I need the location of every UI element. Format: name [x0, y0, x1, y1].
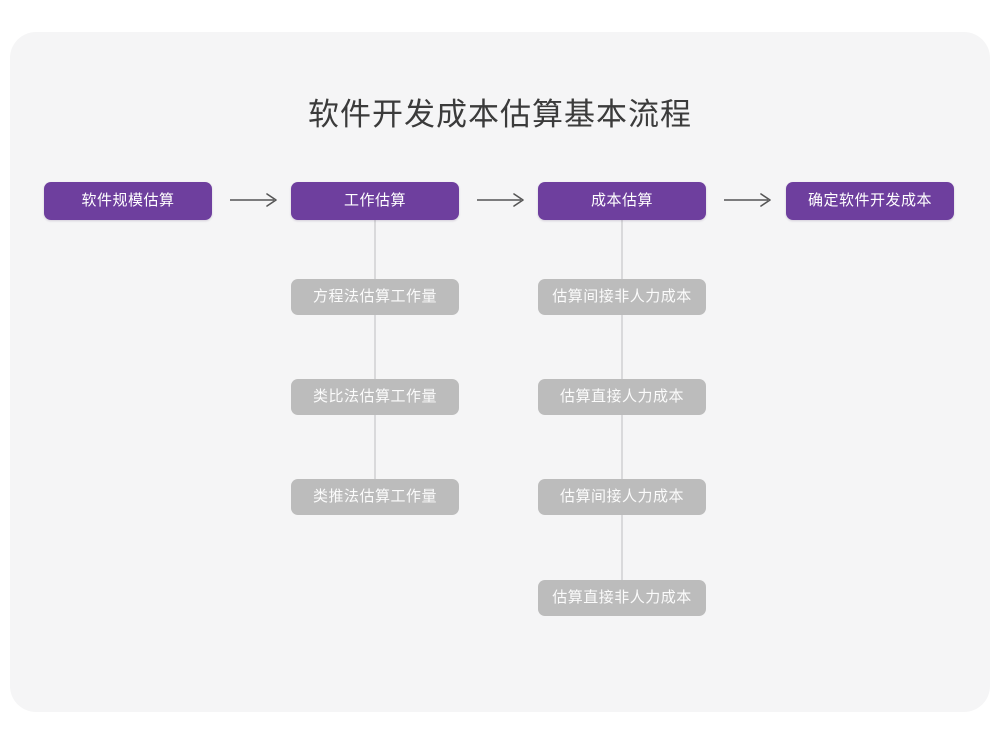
branch-node-cost-1[interactable]: 估算间接非人力成本	[538, 279, 706, 315]
branch-node-work-1-label: 方程法估算工作量	[312, 288, 437, 305]
branch-node-work-2-label: 类比法估算工作量	[312, 388, 437, 405]
branch-node-cost-4[interactable]: 估算直接非人力成本	[538, 580, 706, 616]
branch-node-work-2[interactable]: 类比法估算工作量	[291, 379, 459, 415]
arrow-step1-to-step2	[228, 188, 282, 212]
flow-node-step3-label: 成本估算	[590, 192, 653, 209]
arrow-step2-to-step3	[475, 188, 529, 212]
branch-node-cost-3-label: 估算间接人力成本	[559, 488, 684, 505]
connector-line-cost-3	[621, 414, 623, 479]
connector-line-work-3	[374, 414, 376, 479]
connector-line-cost-4	[621, 514, 623, 580]
flow-node-step1-label: 软件规模估算	[81, 192, 175, 209]
branch-node-cost-2-label: 估算直接人力成本	[559, 388, 684, 405]
diagram-card	[10, 32, 990, 712]
flow-node-step3[interactable]: 成本估算	[538, 182, 706, 220]
branch-node-work-3[interactable]: 类推法估算工作量	[291, 479, 459, 515]
connector-line-work-1	[374, 219, 376, 282]
flow-node-step1[interactable]: 软件规模估算	[44, 182, 212, 220]
arrow-step3-to-step4	[722, 188, 776, 212]
flow-node-step2[interactable]: 工作估算	[291, 182, 459, 220]
branch-node-work-1[interactable]: 方程法估算工作量	[291, 279, 459, 315]
branch-node-work-3-label: 类推法估算工作量	[312, 488, 437, 505]
flow-node-step4[interactable]: 确定软件开发成本	[786, 182, 954, 220]
branch-node-cost-2[interactable]: 估算直接人力成本	[538, 379, 706, 415]
connector-line-cost-2	[621, 315, 623, 379]
page-title: 软件开发成本估算基本流程	[308, 97, 692, 132]
branch-node-cost-3[interactable]: 估算间接人力成本	[538, 479, 706, 515]
flow-node-step2-label: 工作估算	[343, 192, 406, 209]
connector-line-work-2	[374, 314, 376, 379]
branch-node-cost-1-label: 估算间接非人力成本	[552, 288, 692, 305]
connector-line-cost-1	[621, 219, 623, 280]
flow-node-step4-label: 确定软件开发成本	[807, 192, 932, 209]
branch-node-cost-4-label: 估算直接非人力成本	[552, 589, 692, 606]
